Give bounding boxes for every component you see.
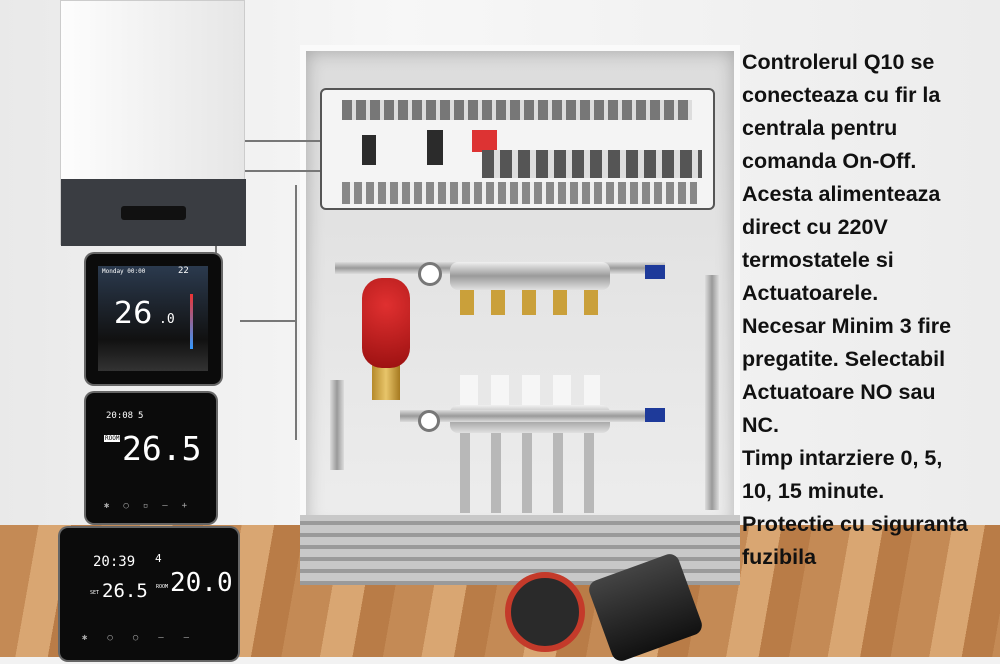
boiler-display	[121, 206, 186, 220]
description-line: comanda On-Off.	[742, 149, 917, 173]
description-line: Actuatoare NO sau	[742, 380, 936, 404]
room-temp: 26.5	[122, 429, 202, 468]
description-line: fuzibila	[742, 545, 817, 569]
thermostat-lcd: 20:08 5 ROOM 26.5 ✱○▫–+	[86, 393, 216, 523]
clock: 20:08	[106, 411, 134, 421]
description-line: 10, 15 minute.	[742, 479, 885, 503]
wire	[215, 170, 320, 172]
description-line: centrala pentru	[742, 116, 898, 140]
pipe	[330, 380, 344, 470]
room-temp: 20.0	[170, 568, 233, 598]
description-line: Acesta alimenteaza	[742, 182, 941, 206]
relay	[362, 135, 376, 165]
temp-slider[interactable]	[190, 294, 193, 349]
wire	[245, 140, 320, 142]
thermostat-screen	[98, 266, 208, 371]
circulation-pump	[362, 278, 410, 368]
description-line: NC.	[742, 413, 780, 437]
current-temp: 26	[114, 296, 153, 331]
wire	[295, 185, 297, 440]
description-line: direct cu 220V	[742, 215, 888, 239]
thermostat-lcd-large: 20:39 4 SET 26.5 ROOM 20.0 ✱○○––	[60, 528, 238, 660]
pipe	[400, 410, 665, 422]
thermostat-color: Monday 00:00 22 26 .0	[86, 254, 221, 384]
date-time: Monday 00:00	[102, 268, 146, 275]
description-line: Actuatoarele.	[742, 281, 879, 305]
valve-handle	[645, 408, 665, 422]
terminal-row	[342, 100, 692, 120]
loop-pipes	[460, 433, 600, 513]
q10-controller	[320, 88, 715, 210]
touch-buttons[interactable]: ✱○○––	[82, 633, 210, 643]
outdoor-temp: 22	[178, 266, 189, 276]
touch-buttons[interactable]: ✱○▫–+	[104, 501, 202, 511]
actuator-adapter	[505, 572, 585, 652]
pressure-gauge	[418, 262, 442, 286]
current-temp-decimal: .0	[159, 312, 175, 327]
dip-switch	[472, 130, 497, 152]
description-line: Protectie cu siguranta	[742, 512, 968, 536]
pipe	[705, 275, 719, 510]
description-line: Timp intarziere 0, 5,	[742, 446, 943, 470]
description-line: pregatite. Selectabil	[742, 347, 946, 371]
temperature-gauge	[418, 410, 440, 432]
wire-clamps	[342, 182, 697, 204]
set-label: SET	[90, 590, 100, 596]
flow-valves	[460, 290, 600, 315]
supply-manifold	[450, 262, 610, 290]
description-line: Necesar Minim 3 fire	[742, 314, 952, 338]
set-temp: 26.5	[102, 580, 148, 602]
room-label: ROOM	[104, 435, 121, 442]
wire	[240, 320, 295, 322]
product-description: Controlerul Q10 se conecteaza cu fir la …	[742, 46, 1000, 574]
description-line: termostatele si	[742, 248, 894, 272]
description-line: Controlerul Q10 se	[742, 50, 935, 74]
clock: 20:39	[93, 554, 136, 570]
fuse	[427, 130, 443, 165]
description-line: conecteaza cu fir la	[742, 83, 941, 107]
mode: 5	[138, 411, 144, 421]
valve-handle	[645, 265, 665, 279]
zone-terminals	[482, 150, 702, 178]
program: 4	[155, 552, 162, 565]
gas-boiler	[60, 0, 246, 246]
room-label: ROOM	[156, 584, 169, 590]
actuators	[460, 375, 600, 405]
